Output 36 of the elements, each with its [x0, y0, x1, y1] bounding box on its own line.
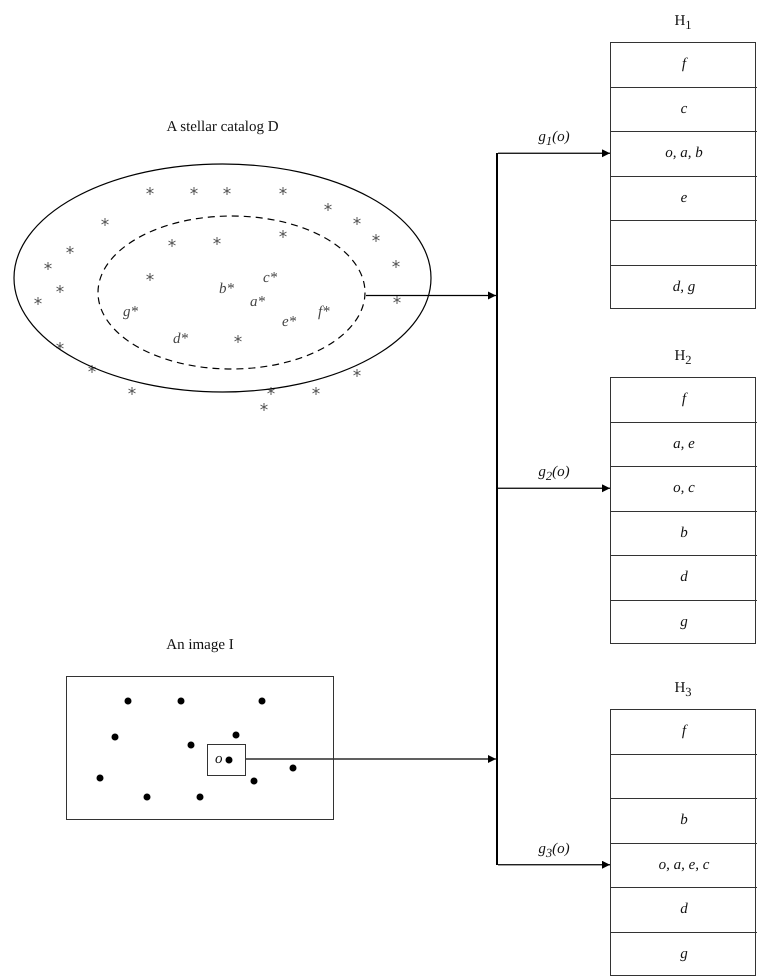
arrow	[498, 484, 610, 492]
arrow	[245, 755, 496, 763]
catalog-title: A stellar catalog D	[166, 119, 279, 136]
table-title: H$_{1}$	[674, 13, 692, 33]
hash-bucket: g	[611, 932, 757, 977]
hash-bucket: o, c	[611, 467, 757, 512]
table-title: H$_{2}$	[674, 348, 692, 368]
hash-bucket: b	[611, 512, 757, 556]
hash-bucket: o, a, e, c	[611, 844, 757, 888]
hash-bucket: c	[611, 88, 757, 132]
star-label: e*	[282, 314, 296, 331]
image-title: An image I	[166, 637, 234, 654]
hash-bucket: d	[611, 888, 757, 932]
hash-bucket: o, a, b	[611, 132, 757, 176]
object-label: o	[215, 751, 222, 768]
hash-bucket: b	[611, 799, 757, 844]
arrow	[366, 292, 496, 300]
hash-bucket: a, e	[611, 422, 757, 467]
bus-line	[496, 153, 498, 865]
hash-bucket: f	[611, 43, 757, 88]
hash-bucket: g	[611, 600, 757, 645]
object-box	[207, 744, 246, 776]
hash-bucket: d, g	[611, 266, 757, 310]
star-label: g*	[123, 304, 138, 321]
arrow	[498, 860, 610, 869]
star-label: c*	[263, 270, 278, 287]
table-title: H$_{3}$	[674, 680, 692, 700]
star-label: a*	[250, 294, 265, 311]
hash-bucket: f	[611, 378, 757, 422]
star-label: f*	[318, 304, 330, 321]
hash-bucket: d	[611, 556, 757, 600]
star-label: b*	[219, 281, 234, 298]
star-label: d*	[173, 331, 188, 348]
hash-bucket: e	[611, 176, 757, 221]
hash-bucket: f	[611, 710, 757, 754]
arrow	[498, 149, 610, 158]
